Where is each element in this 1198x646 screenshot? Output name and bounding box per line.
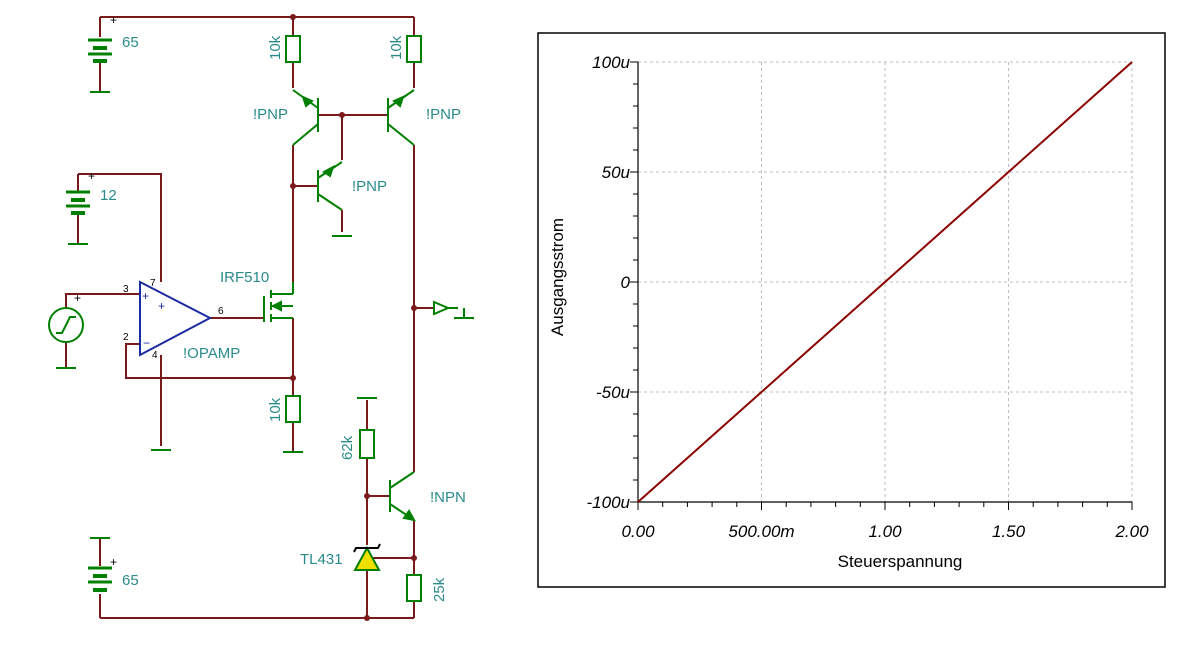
resistor-icon <box>285 395 301 423</box>
x-tick-label: 1.50 <box>992 522 1026 541</box>
pnp-label-left: !PNP <box>253 106 288 123</box>
resistor-label-top-right: 10k <box>388 35 405 60</box>
svg-text:+: + <box>88 169 95 183</box>
chart-ticks <box>630 61 1133 510</box>
pnp-label-mid: !PNP <box>352 178 387 195</box>
wires <box>65 16 436 619</box>
mosfet-label: IRF510 <box>220 269 269 286</box>
mosfet-icon <box>263 282 294 322</box>
svg-text:+: + <box>142 289 149 303</box>
opamp-symbol: + + − <box>139 280 213 357</box>
resistor-label-source: 10k <box>267 397 284 422</box>
battery-icon <box>66 190 90 215</box>
svg-text:+: + <box>110 13 117 27</box>
transistor-symbols <box>263 89 416 522</box>
resistor-icon <box>406 35 422 63</box>
opamp-pin-6: 6 <box>218 306 224 317</box>
pnp-transistor-icon <box>292 89 319 146</box>
pnp-transistor-icon <box>317 161 343 211</box>
pnp-transistor-icon <box>387 89 415 146</box>
svg-text:+: + <box>74 291 81 305</box>
source-label-aux: 12 <box>100 187 117 204</box>
tl431-symbol <box>353 543 381 571</box>
chart-series <box>637 61 1133 503</box>
pnp-label-right: !PNP <box>426 106 461 123</box>
y-tick-label: -50u <box>596 383 631 402</box>
npn-transistor-icon <box>389 471 416 522</box>
battery-icon <box>88 38 112 63</box>
y-tick-label: 50u <box>602 163 631 182</box>
opamp-pin-2: 2 <box>123 332 129 343</box>
y-tick-label: 100u <box>592 53 630 72</box>
ground-symbols <box>56 91 474 539</box>
junctions <box>290 14 417 621</box>
y-tick-label: -100u <box>587 493 631 512</box>
tl431-label: TL431 <box>300 551 343 568</box>
resistor-label-25k: 25k <box>431 577 448 602</box>
polarity-marks: + + + <box>88 13 117 569</box>
resistor-icon <box>285 35 301 63</box>
opamp-pin-4: 4 <box>152 350 158 361</box>
circuit-schematic: + + + + <box>48 13 474 621</box>
y-axis-title: Ausgangsstrom <box>548 218 567 336</box>
x-tick-label: 1.00 <box>868 522 902 541</box>
svg-text:−: − <box>143 336 150 350</box>
resistor-label-top-left: 10k <box>267 35 284 60</box>
source-label-top: 65 <box>122 34 139 51</box>
npn-label: !NPN <box>430 489 466 506</box>
x-axis-title: Steuerspannung <box>838 552 963 571</box>
resistor-icon <box>359 429 375 459</box>
resistor-icon <box>406 574 422 602</box>
svg-text:+: + <box>110 555 117 569</box>
x-tick-label: 500.00m <box>728 522 794 541</box>
opamp-pin-7: 7 <box>150 278 156 289</box>
series-line <box>637 61 1133 503</box>
opamp-label: !OPAMP <box>183 345 240 362</box>
resistor-symbols <box>285 35 422 602</box>
source-label-bottom: 65 <box>122 572 139 589</box>
signal-source: + <box>48 291 84 343</box>
x-tick-label: 2.00 <box>1114 522 1149 541</box>
svg-text:+: + <box>158 299 165 313</box>
ground-icon <box>454 308 474 319</box>
output-arrow-icon <box>433 300 458 316</box>
y-tick-label: 0 <box>621 273 631 292</box>
chart-tick-labels: 0.00 500.00m 1.00 1.50 2.00 100u 50u 0 -50u -100u <box>587 53 1150 541</box>
resistor-label-62k: 62k <box>339 435 356 460</box>
x-tick-label: 0.00 <box>621 522 655 541</box>
opamp-pin-3: 3 <box>123 284 129 295</box>
battery-symbols <box>66 38 112 592</box>
battery-icon <box>88 566 112 592</box>
